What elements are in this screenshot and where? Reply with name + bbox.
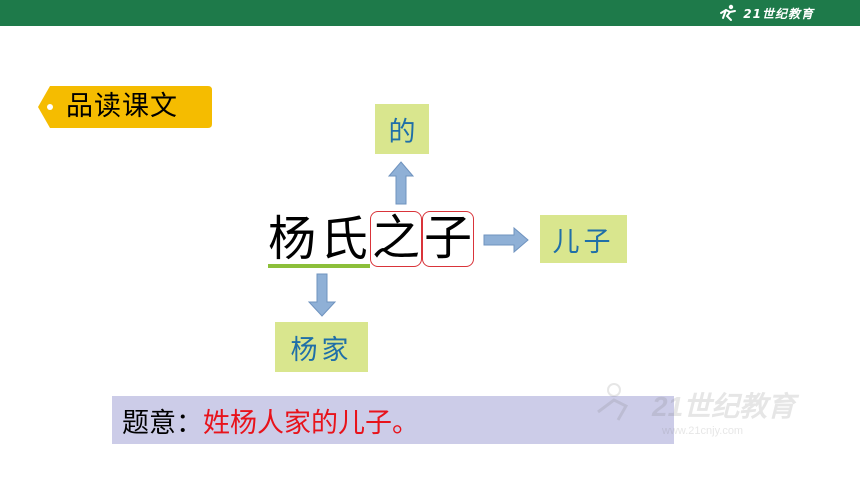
brand-logo: 21世纪教育 [717, 3, 814, 23]
phrase-char-shi: 氏 [319, 211, 368, 267]
gloss-zi-text: 儿子 [552, 226, 615, 258]
gloss-box-zi: 儿子 [540, 215, 627, 263]
arrow-right-icon [483, 226, 529, 254]
main-phrase: 杨 氏 之 子 [266, 208, 474, 270]
logo-text: 21世纪教育 [743, 6, 814, 21]
watermark-url: www.21cnjy.com [661, 425, 743, 437]
tag-shape [38, 86, 212, 128]
gloss-zhi-text: 的 [388, 116, 416, 148]
watermark-logo: 21世纪教育 www.21cnjy.com [597, 383, 800, 437]
gloss-box-yangshi: 杨家 [275, 322, 368, 372]
phrase-char-yang: 杨 [267, 211, 316, 267]
meaning-strip: 题意： 姓杨人家的儿子。 [112, 396, 674, 444]
section-title: 品读课文 [66, 91, 178, 122]
phrase-char-zi: 子 [422, 210, 474, 267]
gloss-yangshi-text: 杨家 [290, 334, 353, 366]
arrow-up-icon [387, 161, 415, 205]
watermark-text: 21世纪教育 [651, 391, 800, 422]
meaning-text: 姓杨人家的儿子。 [203, 407, 419, 439]
meaning-prefix: 题意： [122, 407, 203, 439]
top-brand-bar: 21世纪教育 [0, 0, 860, 26]
phrase-underline [268, 264, 370, 268]
section-tag: 品读课文 [36, 84, 214, 130]
arrow-down-icon [307, 273, 337, 317]
phrase-char-zhi: 之 [370, 210, 422, 267]
runner-icon [720, 4, 737, 21]
gloss-box-zhi: 的 [375, 104, 429, 154]
